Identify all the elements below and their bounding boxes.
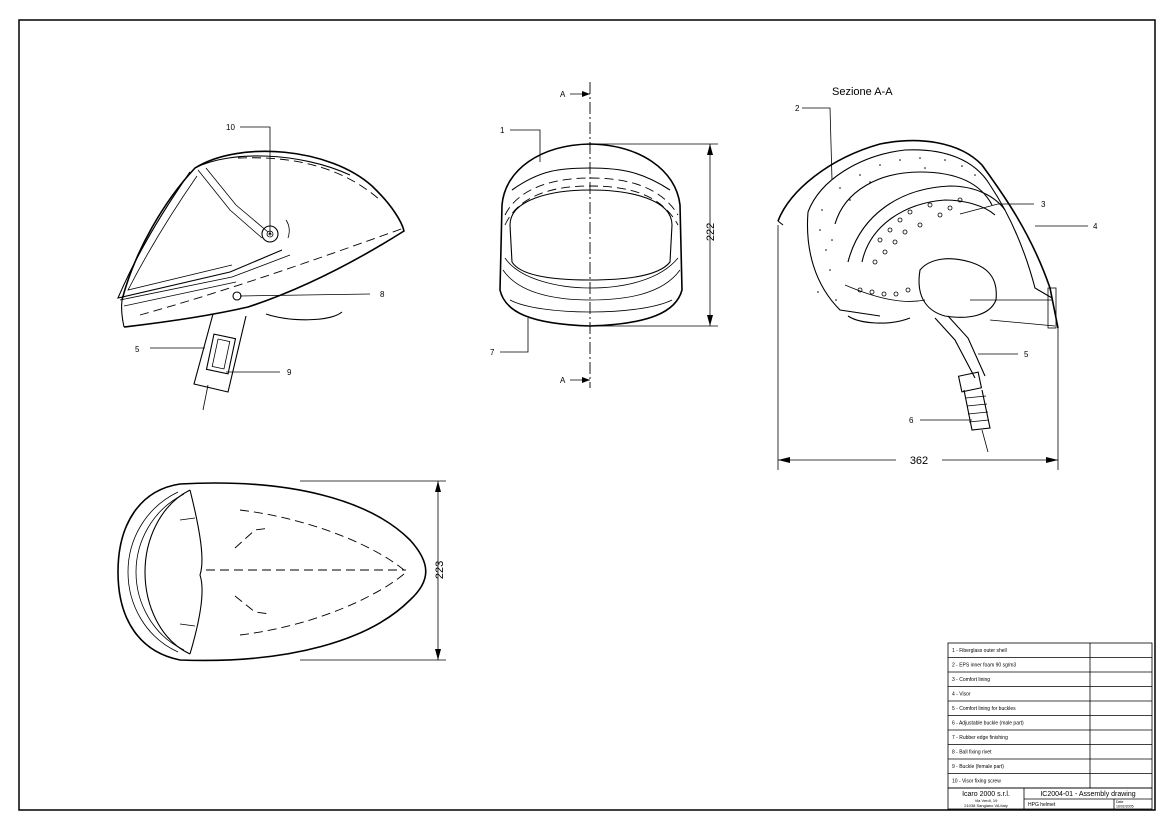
date-label: Date	[1116, 800, 1123, 804]
leader-1	[510, 129, 541, 162]
title-block	[947, 787, 1153, 810]
dimension-222: 222	[705, 223, 717, 241]
date-value: 16/02/2005	[1116, 805, 1134, 809]
part-6: 6 - Adjustable buckle (male part)	[952, 721, 1024, 727]
callout-5-left: 5	[135, 345, 140, 354]
drawing-frame	[18, 19, 1156, 811]
leader-7	[500, 318, 529, 353]
section-title: Sezione A-A	[832, 86, 893, 98]
part-9: 9 - Buckle (female part)	[952, 764, 1004, 770]
part-8: 8 - Ball fixing rivet	[952, 750, 992, 756]
drawing-description: HPG helmet	[1028, 802, 1056, 808]
callout-1: 1	[500, 126, 505, 135]
callout-5-right: 5	[1024, 350, 1029, 359]
leader-2	[802, 107, 833, 181]
callout-2: 2	[795, 104, 800, 113]
company-name: Icaro 2000 s.r.l.	[962, 791, 1010, 798]
leader-3	[959, 203, 1034, 215]
section-view	[777, 107, 1088, 470]
foam-texture	[817, 157, 976, 301]
callout-8: 8	[380, 290, 385, 299]
callout-7: 7	[490, 348, 495, 357]
callout-10: 10	[226, 123, 235, 132]
top-view	[117, 480, 446, 662]
part-10: 10 - Visor fixing screw	[952, 779, 1001, 785]
front-view	[499, 82, 718, 388]
part-5: 5 - Comfort lining for buckles	[952, 706, 1016, 712]
lining-texture	[857, 197, 963, 297]
part-7: 7 - Rubber edge finishing	[952, 735, 1008, 741]
leader-8	[239, 293, 371, 297]
callout-3: 3	[1041, 200, 1046, 209]
leader-10	[240, 126, 271, 234]
part-3: 3 - Comfort lining	[952, 677, 990, 683]
company-address-1: Via Verdi, 19	[975, 798, 998, 803]
dimension-223: 223	[434, 561, 446, 579]
callout-4: 4	[1093, 222, 1098, 231]
section-mark-top: A	[560, 90, 566, 99]
callout-6: 6	[909, 416, 914, 425]
callout-9: 9	[287, 368, 292, 377]
section-mark-bottom: A	[560, 376, 566, 385]
dimension-362: 362	[910, 455, 928, 467]
drawing-title: IC2004-01 - Assembly drawing	[1040, 791, 1135, 798]
part-1: 1 - Fiberglass outer shell	[952, 648, 1007, 654]
company-address-2: 21038 Sangiano VA Italy	[964, 803, 1008, 808]
part-2: 2 - EPS inner foam 90 sg/m3	[952, 663, 1016, 669]
part-4: 4 - Visor	[952, 692, 971, 698]
side-view	[117, 126, 405, 411]
parts-list	[947, 642, 1153, 789]
